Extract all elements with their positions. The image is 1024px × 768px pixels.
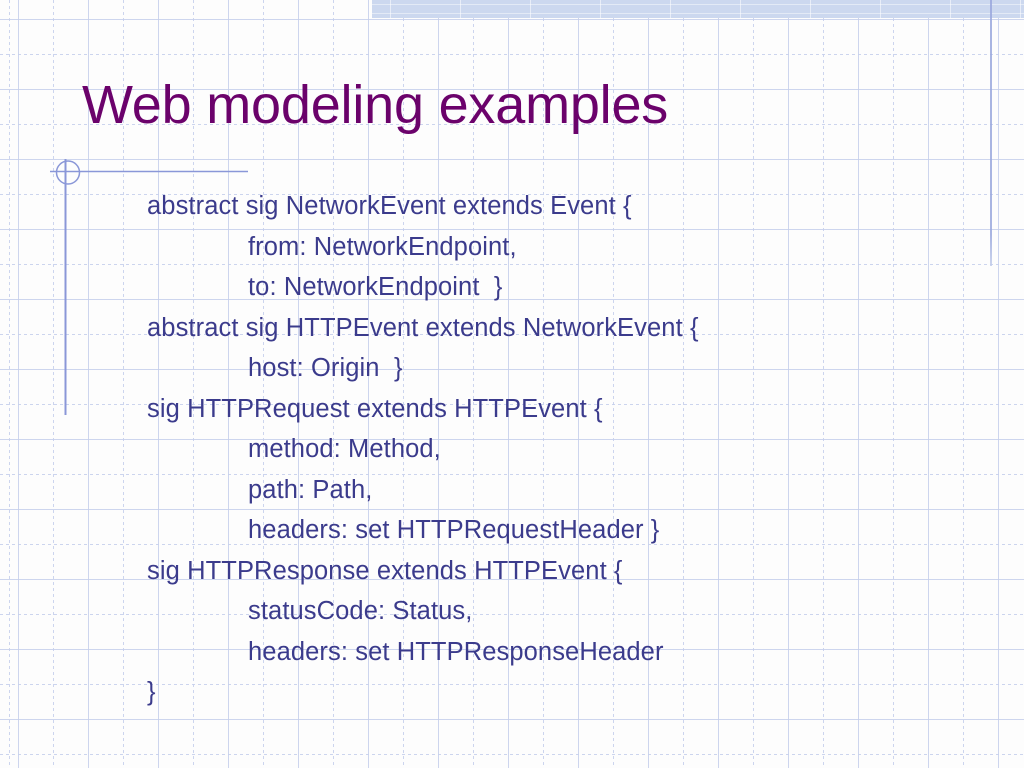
right-vertical-rule — [990, 0, 992, 266]
code-line: statusCode: Status, — [248, 597, 473, 625]
code-line: } — [147, 678, 156, 706]
code-line: abstract sig NetworkEvent extends Event … — [147, 192, 632, 220]
top-accent-band — [372, 0, 1024, 18]
code-line: from: NetworkEndpoint, — [248, 232, 517, 261]
code-line: abstract sig HTTPEvent extends NetworkEv… — [147, 313, 699, 342]
circle-crosshair-icon — [55, 160, 81, 185]
code-line: headers: set HTTPResponseHeader — [248, 637, 664, 666]
alloy-model-code-block: abstract sig NetworkEvent extends Event … — [0, 186, 1024, 713]
page-title: Web modeling examples — [82, 75, 669, 135]
code-line: host: Origin } — [248, 354, 403, 382]
code-line: to: NetworkEndpoint } — [248, 273, 503, 301]
code-line: headers: set HTTPRequestHeader } — [248, 516, 660, 544]
code-line: path: Path, — [248, 475, 373, 504]
code-line: sig HTTPRequest extends HTTPEvent { — [147, 394, 603, 423]
code-line: sig HTTPResponse extends HTTPEvent { — [147, 556, 623, 585]
code-line: method: Method, — [248, 435, 441, 463]
